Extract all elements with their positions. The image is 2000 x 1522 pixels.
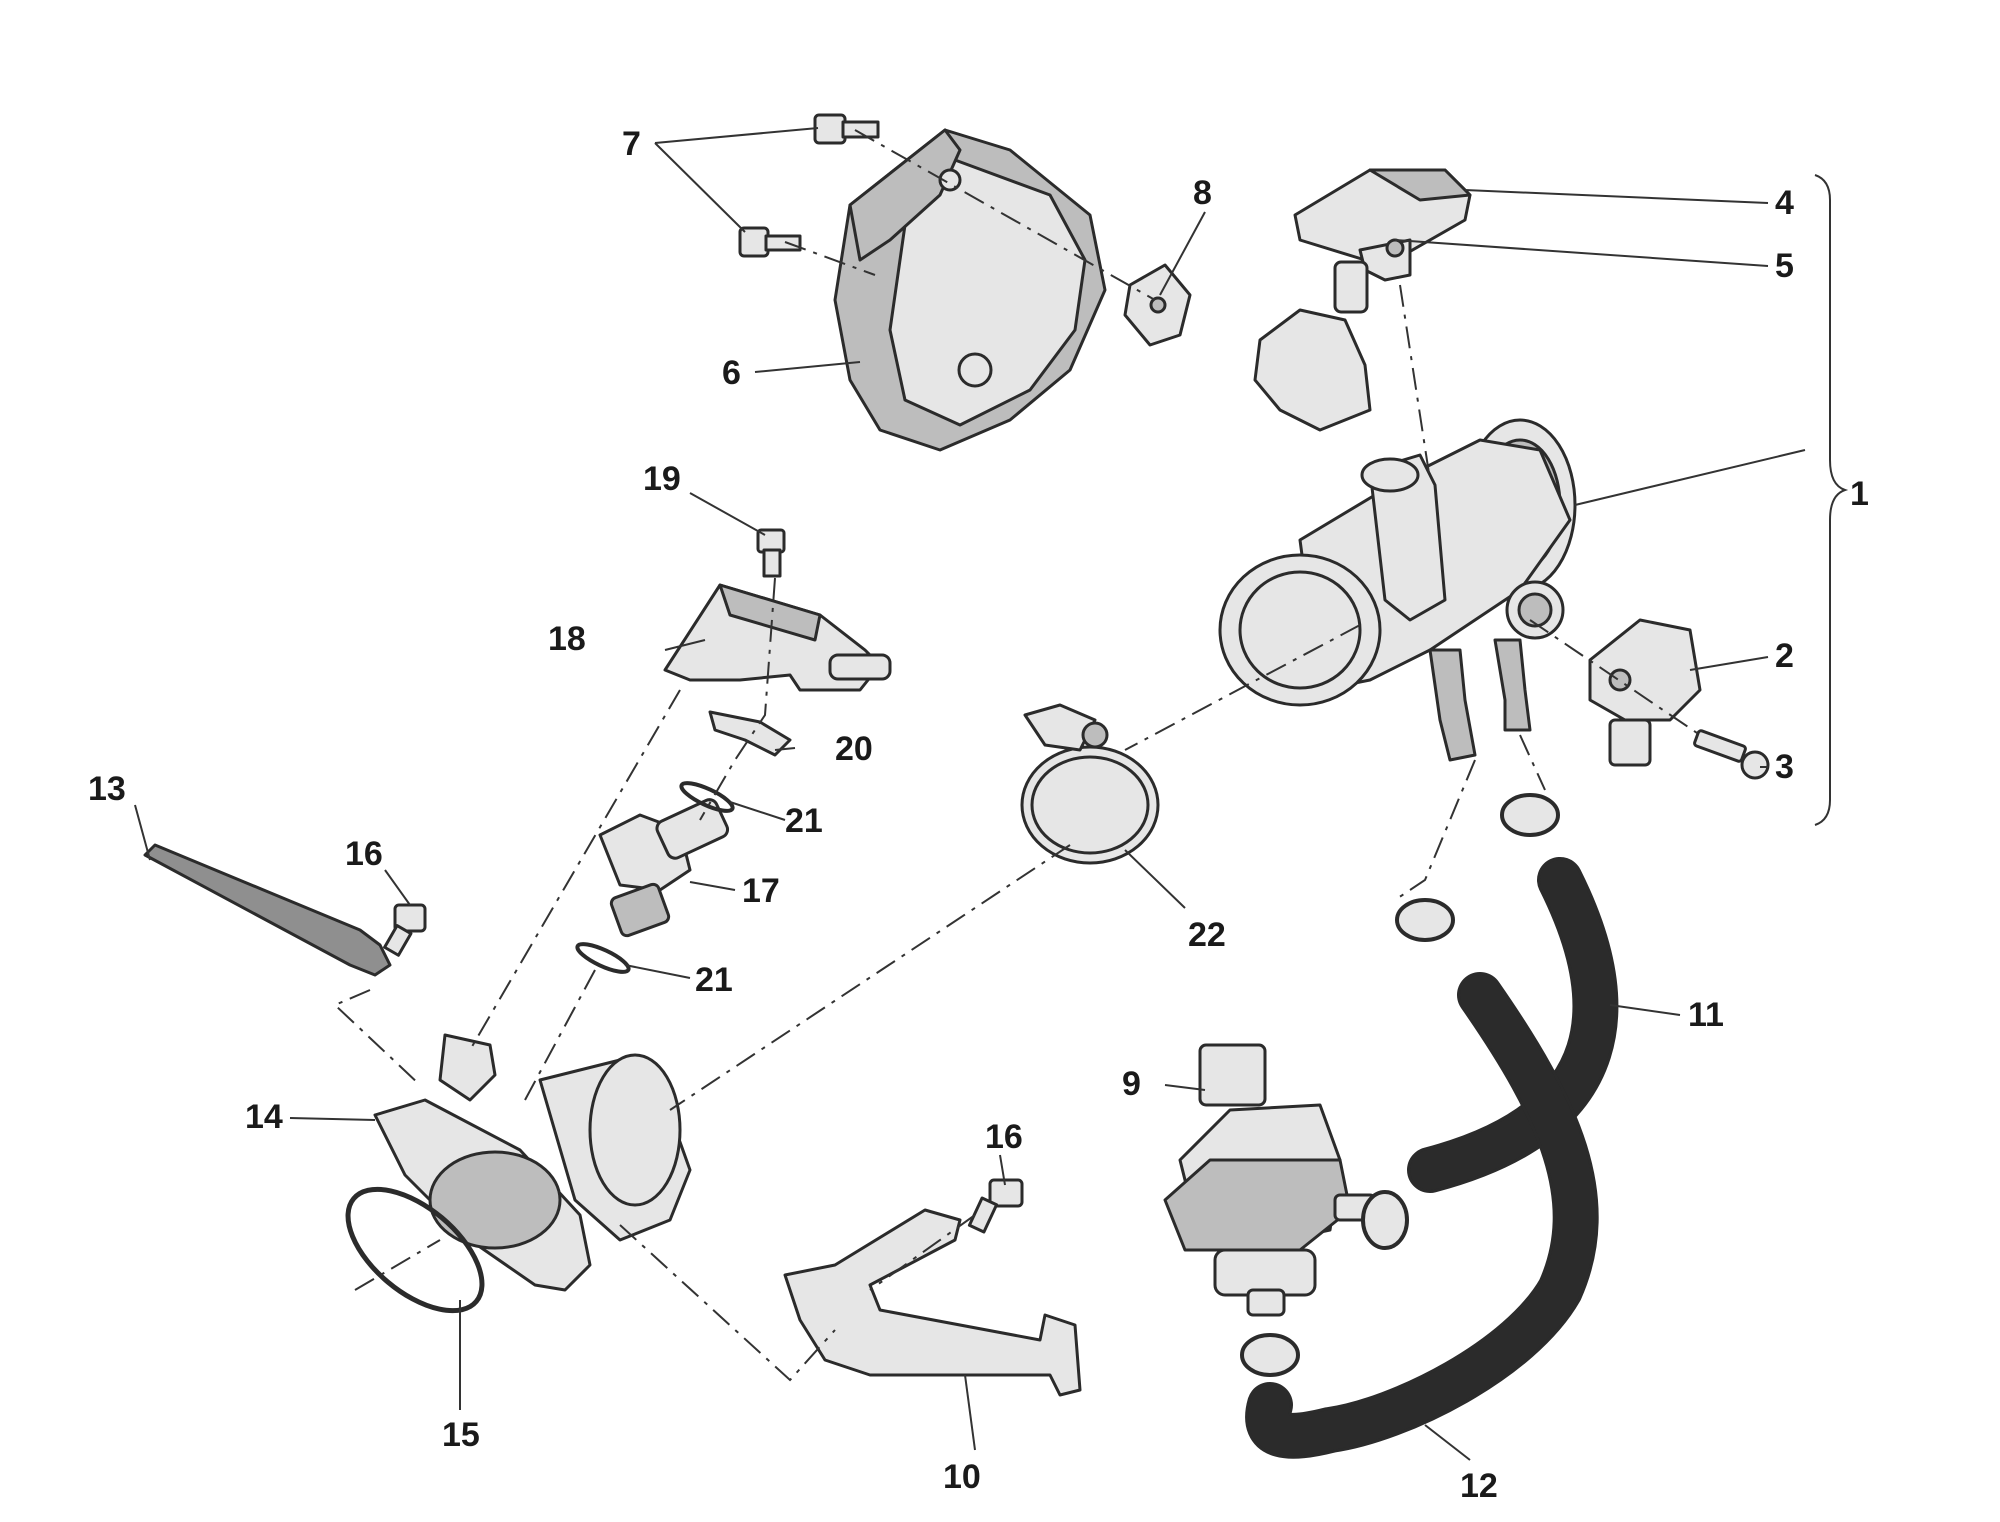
callout-4: 4 bbox=[1775, 184, 1794, 222]
callout-16-left: 16 bbox=[345, 835, 383, 873]
part-7-screw-lower bbox=[738, 226, 802, 258]
callout-10: 10 bbox=[943, 1458, 981, 1496]
part-16-screw-left bbox=[383, 903, 427, 957]
part-9-idle-air-valve bbox=[1163, 1043, 1377, 1317]
callout-5: 5 bbox=[1775, 247, 1794, 285]
callout-16-right: 16 bbox=[985, 1118, 1023, 1156]
part-15-o-ring bbox=[345, 1186, 485, 1314]
callout-13: 13 bbox=[88, 770, 126, 808]
callout-2: 2 bbox=[1775, 637, 1794, 675]
callout-14: 14 bbox=[245, 1098, 283, 1136]
part-11-hose bbox=[1407, 857, 1619, 1193]
callout-18: 18 bbox=[548, 620, 586, 658]
part-7-screw-top bbox=[813, 113, 880, 145]
callout-19: 19 bbox=[643, 460, 681, 498]
hose-clamp-valve bbox=[1361, 1190, 1409, 1250]
part-14-intake-manifold bbox=[373, 1033, 692, 1292]
part-10-bracket bbox=[783, 1208, 1082, 1397]
callout-7: 7 bbox=[622, 125, 641, 163]
part-2-throttle-position-sensor bbox=[1588, 618, 1702, 767]
group-1-brace bbox=[1814, 174, 1849, 826]
callouts: 1 2 3 4 5 6 7 8 9 10 11 12 13 14 15 16 1… bbox=[88, 125, 1869, 1505]
part-16-screw-right bbox=[967, 1178, 1024, 1234]
part-22-hose-clamp bbox=[1020, 703, 1160, 865]
callout-6: 6 bbox=[722, 354, 741, 392]
part-20-clip bbox=[708, 710, 792, 757]
callout-11: 11 bbox=[1688, 996, 1724, 1034]
part-21-o-ring-upper bbox=[679, 781, 735, 813]
part-19-screw bbox=[756, 528, 786, 578]
part-3-screw bbox=[1693, 729, 1770, 780]
callout-3: 3 bbox=[1775, 748, 1794, 786]
part-4-5-map-sensor bbox=[1293, 168, 1472, 314]
part-1-throttle-body bbox=[1218, 308, 1577, 762]
callout-15: 15 bbox=[442, 1416, 480, 1454]
part-13-strap bbox=[143, 843, 392, 977]
leader-lines bbox=[134, 127, 1806, 1461]
callout-22: 22 bbox=[1188, 916, 1226, 954]
callout-17: 17 bbox=[742, 872, 780, 910]
callout-21-upper: 21 bbox=[785, 802, 823, 840]
callout-9: 9 bbox=[1122, 1065, 1141, 1103]
callout-1: 1 bbox=[1850, 475, 1869, 513]
part-21-o-ring-lower bbox=[575, 942, 631, 974]
part-6-throttle-cover bbox=[833, 128, 1107, 452]
part-12-hose bbox=[1245, 972, 1599, 1459]
part-17-fuel-injector bbox=[598, 798, 730, 938]
assembly-lines bbox=[333, 129, 1701, 1382]
hose-clamp-upper-left bbox=[1395, 898, 1455, 942]
part-18-fuel-rail-bracket bbox=[663, 583, 892, 692]
hose-clamp-upper-right bbox=[1500, 793, 1560, 837]
callout-12: 12 bbox=[1460, 1467, 1498, 1505]
callout-21-lower: 21 bbox=[695, 961, 733, 999]
part-8-clip-nut bbox=[1123, 263, 1192, 347]
callout-20: 20 bbox=[835, 730, 873, 768]
callout-8: 8 bbox=[1193, 174, 1212, 212]
hose-clamp-bottom bbox=[1240, 1333, 1300, 1377]
